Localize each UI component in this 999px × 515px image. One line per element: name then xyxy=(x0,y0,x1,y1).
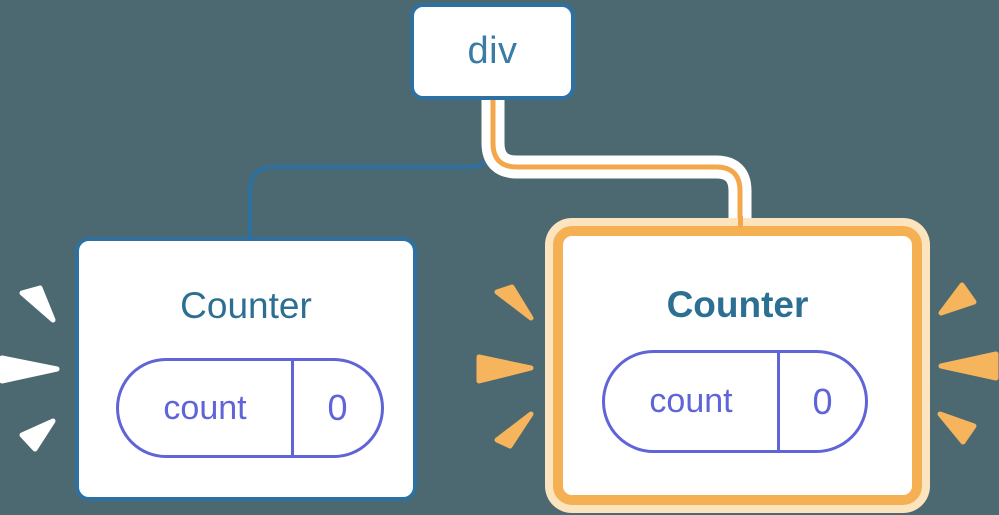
burst-icon xyxy=(494,411,534,449)
burst-icon xyxy=(938,351,999,381)
node-label: div xyxy=(467,30,518,72)
connector-right-band xyxy=(481,97,752,220)
burst-icon xyxy=(476,354,534,384)
state-pill: count 0 xyxy=(116,358,384,458)
burst-group-left-card xyxy=(0,285,60,452)
connector-core-stub xyxy=(738,216,743,228)
state-pill: count 0 xyxy=(602,350,868,453)
counter-card-left: Counter count 0 xyxy=(75,237,417,501)
burst-icon xyxy=(938,282,977,316)
counter-card-right-highlight-halo: Counter count 0 xyxy=(545,218,930,513)
card-title: Counter xyxy=(666,284,809,325)
burst-icon xyxy=(19,418,56,452)
card-title: Counter xyxy=(180,285,312,326)
burst-group-right-card-left xyxy=(476,284,534,449)
state-value: 0 xyxy=(291,361,381,455)
state-key: count xyxy=(649,382,733,420)
burst-icon xyxy=(937,411,977,445)
state-key: count xyxy=(163,388,247,427)
burst-icon xyxy=(0,355,60,384)
burst-icon xyxy=(19,285,56,323)
state-value: 0 xyxy=(777,353,865,450)
burst-icon xyxy=(494,284,534,321)
counter-card-right: Counter count 0 xyxy=(553,226,922,505)
tree-node-div: div xyxy=(410,3,575,100)
burst-group-right-card-right xyxy=(937,282,999,445)
connector-right-core xyxy=(490,97,743,222)
connector-left-line xyxy=(248,97,495,240)
